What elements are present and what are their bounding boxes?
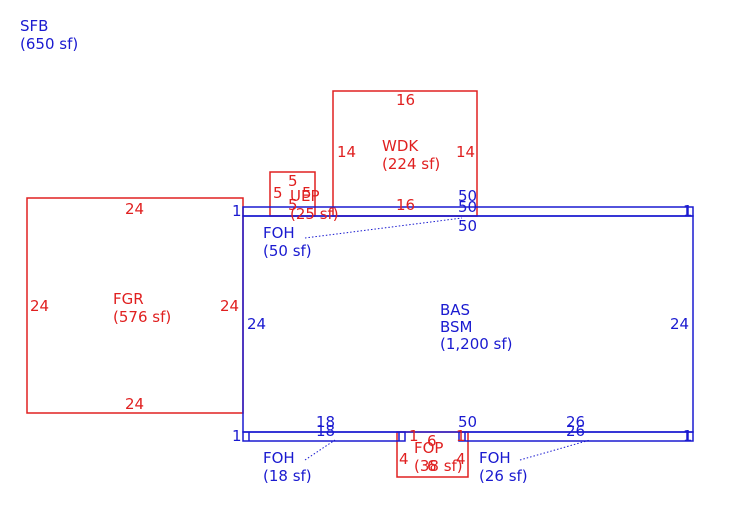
bas-dim-left: 24 bbox=[247, 315, 266, 333]
sfb-label: SFB bbox=[20, 17, 48, 35]
wdk-dim-bottom: 16 bbox=[396, 196, 415, 214]
foh-top-dim-left: 1 bbox=[232, 202, 242, 220]
uep-dim-right: 5 bbox=[302, 184, 312, 202]
foh-bl-dim-2: 18 bbox=[316, 422, 335, 440]
foh-top-dim-2: 50 bbox=[458, 198, 477, 216]
foh-bl-area: (18 sf) bbox=[263, 467, 312, 485]
foh-br-leader bbox=[519, 439, 591, 461]
fgr-dim-bottom: 24 bbox=[125, 395, 144, 413]
uep-dim-bottom: 5 bbox=[288, 196, 298, 214]
bas-area: (1,200 sf) bbox=[440, 335, 513, 353]
fop-tick-left: 1 bbox=[409, 427, 419, 445]
fgr-dim-left: 24 bbox=[30, 297, 49, 315]
fop-area: (38 sf) bbox=[414, 457, 463, 475]
fop-tick-right: 1 bbox=[456, 427, 466, 445]
uep-area: (25 sf) bbox=[290, 205, 339, 223]
wdk-dim-top: 16 bbox=[396, 91, 415, 109]
fgr-dim-right: 24 bbox=[220, 297, 239, 315]
foh-bl-code: FOH bbox=[263, 449, 295, 467]
wdk-dim-left: 14 bbox=[337, 143, 356, 161]
foh-bl-leader bbox=[304, 439, 336, 461]
sfb-area: (650 sf) bbox=[20, 35, 78, 53]
uep-dim-top: 5 bbox=[288, 172, 298, 190]
fop-dim-right: 4 bbox=[456, 450, 466, 468]
bas-code-2: BSM bbox=[440, 318, 473, 336]
fgr-dim-top: 24 bbox=[125, 200, 144, 218]
foh-top-code: FOH bbox=[263, 224, 295, 242]
fop-dim-left: 4 bbox=[399, 450, 409, 468]
foh-bl-dim-1: 18 bbox=[316, 413, 335, 431]
wdk-dim-right: 14 bbox=[456, 143, 475, 161]
foh-top-strip bbox=[242, 206, 694, 217]
fgr-area: (576 sf) bbox=[113, 308, 171, 326]
uep-code: UEP bbox=[290, 187, 320, 205]
wdk-code: WDK bbox=[382, 137, 419, 155]
foh-br-area: (26 sf) bbox=[479, 467, 528, 485]
foh-bottom-left-strip bbox=[242, 431, 406, 442]
bas-dim-top: 50 bbox=[458, 217, 477, 235]
bas-dim-bottom: 50 bbox=[458, 413, 477, 431]
uep-dim-left: 5 bbox=[273, 184, 283, 202]
foh-top-area: (50 sf) bbox=[263, 242, 312, 260]
foh-br-code: FOH bbox=[479, 449, 511, 467]
fop-code: FOP bbox=[414, 439, 443, 457]
wdk-area: (224 sf) bbox=[382, 155, 440, 173]
foh-bl-dim-left: 1 bbox=[232, 427, 242, 445]
foh-top-dim-right: 1 bbox=[683, 202, 693, 220]
foh-bottom-right-strip bbox=[458, 431, 694, 442]
bas-dim-right: 24 bbox=[670, 315, 689, 333]
foh-top-dim-1: 50 bbox=[458, 187, 477, 205]
fgr-code: FGR bbox=[113, 290, 144, 308]
fop-dim-bottom: 6 bbox=[427, 457, 437, 475]
fop-dim-top: 6 bbox=[427, 432, 437, 450]
foh-br-dim-right: 1 bbox=[683, 427, 693, 445]
bas-code-1: BAS bbox=[440, 301, 470, 319]
foh-br-dim-1: 26 bbox=[566, 413, 585, 431]
foh-br-dim-2: 26 bbox=[566, 422, 585, 440]
